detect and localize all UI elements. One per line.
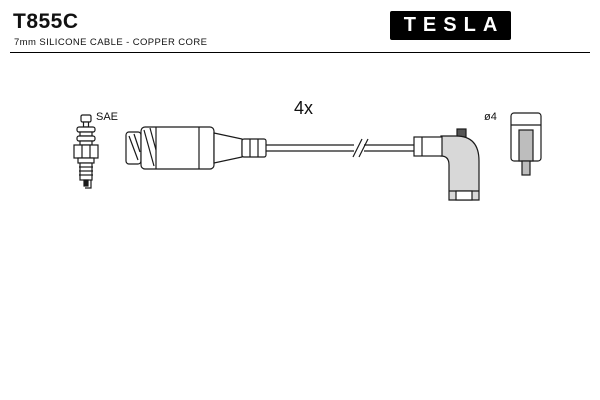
header-divider	[10, 52, 590, 53]
terminal-diameter-label: ø4	[484, 111, 497, 123]
subtitle: 7mm SILICONE CABLE - COPPER CORE	[14, 37, 208, 48]
straight-connector-drawing	[125, 126, 267, 170]
cable-drawing	[266, 138, 416, 158]
spark-plug-drawing	[73, 114, 99, 189]
quantity-label: 4x	[294, 98, 313, 118]
right-angle-connector-drawing	[413, 128, 480, 201]
part-number: T855C	[13, 10, 79, 33]
terminal-drawing	[510, 112, 542, 176]
plug-standard-label: SAE	[96, 111, 118, 123]
tesla-logo: TESLA	[390, 11, 511, 40]
